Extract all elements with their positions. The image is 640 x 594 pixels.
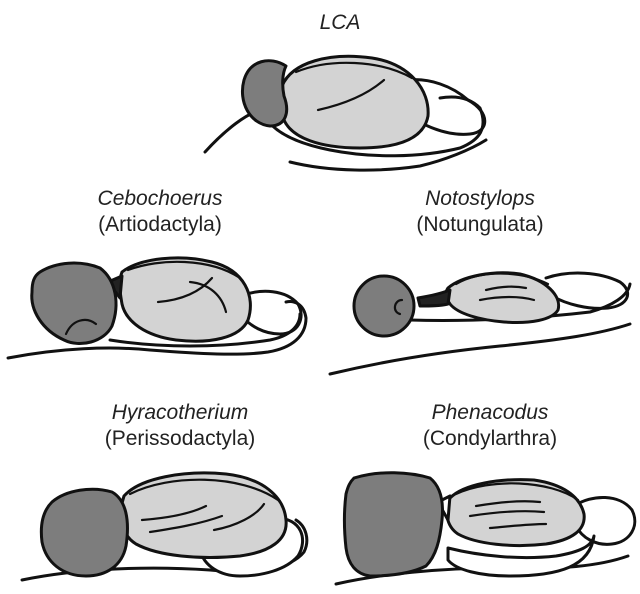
hyracotherium-olfactory-bulb bbox=[41, 489, 127, 576]
brain-lca bbox=[205, 56, 486, 170]
notostylops-wedge bbox=[418, 290, 450, 306]
brain-cebochoerus bbox=[8, 258, 306, 358]
notostylops-olfactory-bulb bbox=[354, 276, 414, 336]
brain-notostylops bbox=[330, 273, 630, 374]
brain-hyracotherium bbox=[22, 473, 307, 580]
phenacodus-olfactory-bulb bbox=[345, 473, 443, 576]
hyracotherium-cerebrum bbox=[121, 473, 286, 558]
cebochoerus-olfactory-bulb bbox=[32, 263, 116, 343]
brain-phenacodus bbox=[336, 473, 635, 584]
cebochoerus-cerebrum bbox=[120, 258, 251, 341]
